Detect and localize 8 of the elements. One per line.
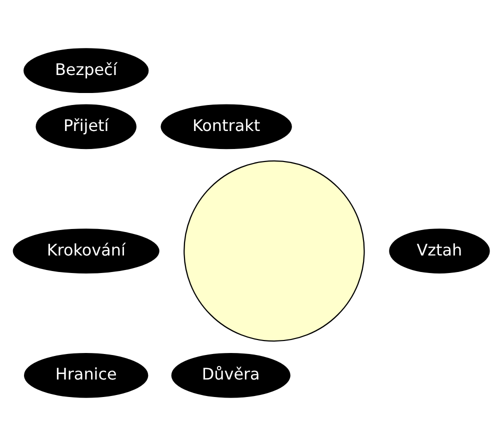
node-ellipse: Vztah [388,228,490,274]
node-ellipse: Kontrakt [160,104,292,150]
node-ellipse: Bezpečí [23,48,148,94]
node-ellipse: Krokování [12,228,159,274]
node-ellipse: Důvěra [170,352,290,398]
node-circle [183,160,364,342]
node-ellipse: Přijetí [35,104,136,150]
node-ellipse: Hranice [24,352,148,398]
